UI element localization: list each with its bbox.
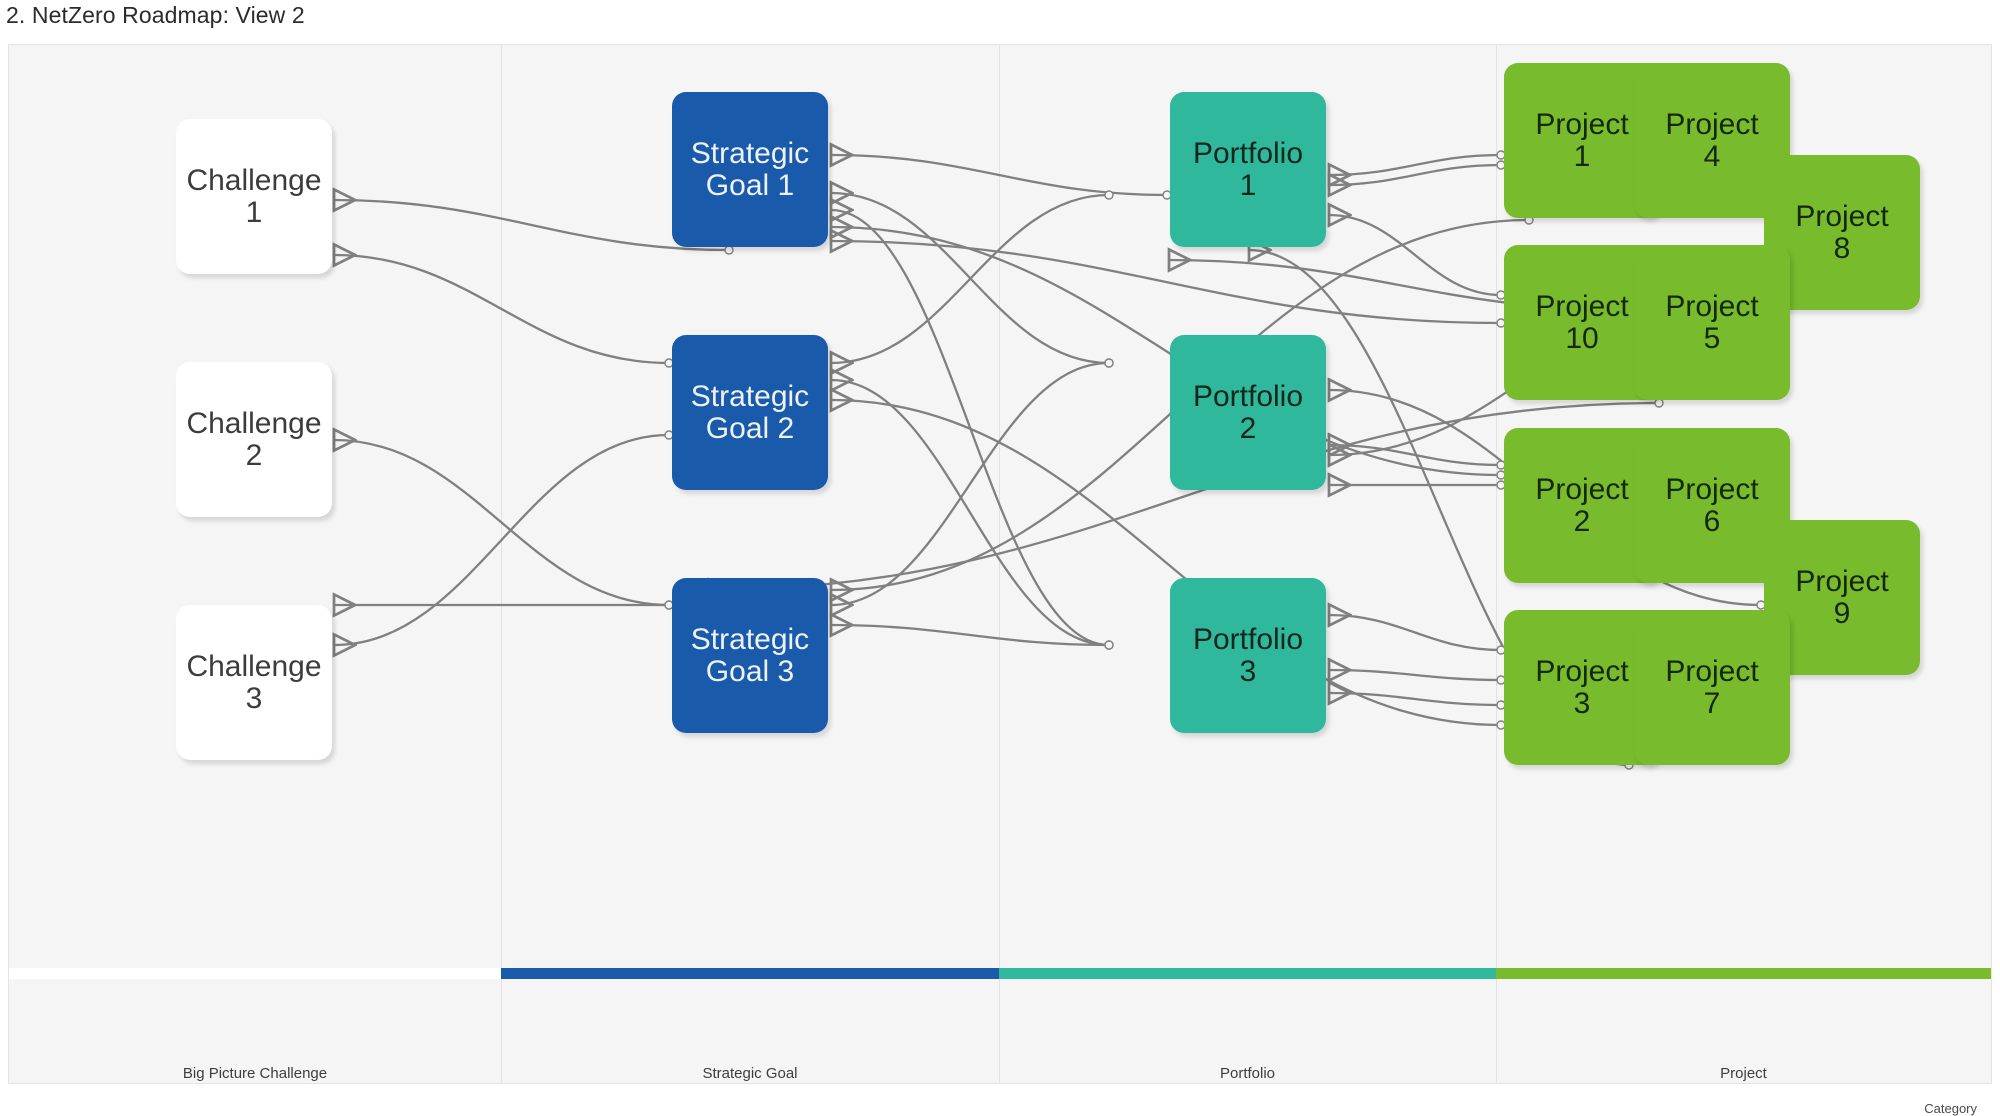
node-label: Portfolio 1 bbox=[1192, 136, 1304, 202]
edge-pr2-to-p2 bbox=[1329, 445, 1502, 467]
node-g2[interactable]: Strategic Goal 2 bbox=[672, 335, 828, 490]
node-pr7[interactable]: Project 7 bbox=[1634, 610, 1790, 765]
node-p1[interactable]: Portfolio 1 bbox=[1170, 92, 1326, 247]
edge-p2-to-g1 bbox=[831, 193, 1110, 365]
node-g3[interactable]: Strategic Goal 3 bbox=[672, 578, 828, 733]
edge-g1-to-c1 bbox=[334, 200, 730, 252]
node-label: Project 5 bbox=[1665, 289, 1759, 355]
edge-source-dot bbox=[1654, 398, 1664, 408]
node-pr5[interactable]: Project 5 bbox=[1634, 245, 1790, 400]
edge-source-dot bbox=[1104, 358, 1114, 368]
edge-pr3-to-p3 bbox=[1329, 615, 1502, 652]
edge-pr3-to-p3 bbox=[1329, 693, 1502, 707]
node-g1[interactable]: Strategic Goal 1 bbox=[672, 92, 828, 247]
node-label: Strategic Goal 2 bbox=[690, 379, 810, 445]
node-label: Project 10 bbox=[1535, 289, 1629, 355]
node-label: Challenge 3 bbox=[186, 649, 322, 715]
category-bar-portfolio bbox=[999, 968, 1496, 979]
node-c3[interactable]: Challenge 3 bbox=[176, 605, 332, 760]
node-label: Strategic Goal 3 bbox=[690, 622, 810, 688]
node-pr8[interactable]: Project 8 bbox=[1764, 155, 1920, 310]
node-label: Strategic Goal 1 bbox=[690, 136, 810, 202]
edge-source-dot bbox=[1104, 358, 1114, 368]
footer-divider bbox=[1496, 969, 1497, 1083]
edge-p3-to-g3 bbox=[831, 625, 1110, 647]
category-label-goal: Strategic Goal bbox=[702, 1065, 798, 1082]
node-label: Project 1 bbox=[1535, 107, 1629, 173]
edge-pr4-to-p1 bbox=[1329, 163, 1502, 185]
node-label: Portfolio 3 bbox=[1192, 622, 1304, 688]
node-label: Project 2 bbox=[1535, 472, 1629, 538]
node-label: Project 8 bbox=[1795, 199, 1889, 265]
edge-pr3-to-g2 bbox=[831, 400, 1502, 727]
footer-divider bbox=[999, 969, 1000, 1083]
node-label: Project 7 bbox=[1665, 654, 1759, 720]
edge-pr7-to-p3 bbox=[1329, 670, 1502, 680]
node-c1[interactable]: Challenge 1 bbox=[176, 119, 332, 274]
edge-pr2-to-g1 bbox=[831, 227, 1502, 477]
category-label-project: Project bbox=[1720, 1065, 1767, 1082]
node-label: Project 4 bbox=[1665, 107, 1759, 173]
node-label: Portfolio 2 bbox=[1192, 379, 1304, 445]
edge-p3-to-g2 bbox=[831, 380, 1110, 647]
category-bar-project bbox=[1496, 968, 1991, 979]
edge-p1-to-g2 bbox=[831, 193, 1110, 363]
category-label-portfolio: Portfolio bbox=[1219, 1065, 1276, 1082]
node-label: Project 6 bbox=[1665, 472, 1759, 538]
category-label-challenge: Big Picture Challenge bbox=[182, 1065, 328, 1082]
edge-pr1-to-p1 bbox=[1329, 153, 1502, 175]
edge-pr10-to-g1 bbox=[831, 241, 1502, 325]
edge-p2-to-g3 bbox=[831, 361, 1110, 605]
footer-divider bbox=[501, 969, 502, 1083]
category-bar-goal bbox=[501, 968, 999, 979]
edge-source-dot bbox=[724, 245, 734, 255]
category-bar-challenge bbox=[9, 968, 501, 979]
column-divider bbox=[501, 45, 502, 969]
edge-source-dot bbox=[1104, 190, 1114, 200]
node-label: Challenge 2 bbox=[186, 406, 322, 472]
node-label: Challenge 1 bbox=[186, 163, 322, 229]
page-title: 2. NetZero Roadmap: View 2 bbox=[6, 2, 305, 28]
column-divider bbox=[999, 45, 1000, 969]
node-label: Project 9 bbox=[1795, 564, 1889, 630]
node-pr9[interactable]: Project 9 bbox=[1764, 520, 1920, 675]
column-divider bbox=[1496, 45, 1497, 969]
edge-source-dot bbox=[1104, 640, 1114, 650]
edge-source-dot bbox=[1104, 640, 1114, 650]
edge-p3-to-g1 bbox=[831, 210, 1110, 647]
node-p3[interactable]: Portfolio 3 bbox=[1170, 578, 1326, 733]
axis-label: Category bbox=[1924, 1101, 1977, 1116]
node-p2[interactable]: Portfolio 2 bbox=[1170, 335, 1326, 490]
node-label: Project 3 bbox=[1535, 654, 1629, 720]
edge-source-dot bbox=[1104, 640, 1114, 650]
edge-pr10-to-p1 bbox=[1329, 215, 1502, 297]
diagram-canvas: Challenge 1 Challenge 2 Challenge 3 Strateg… bbox=[8, 44, 1992, 1116]
node-c2[interactable]: Challenge 2 bbox=[176, 362, 332, 517]
